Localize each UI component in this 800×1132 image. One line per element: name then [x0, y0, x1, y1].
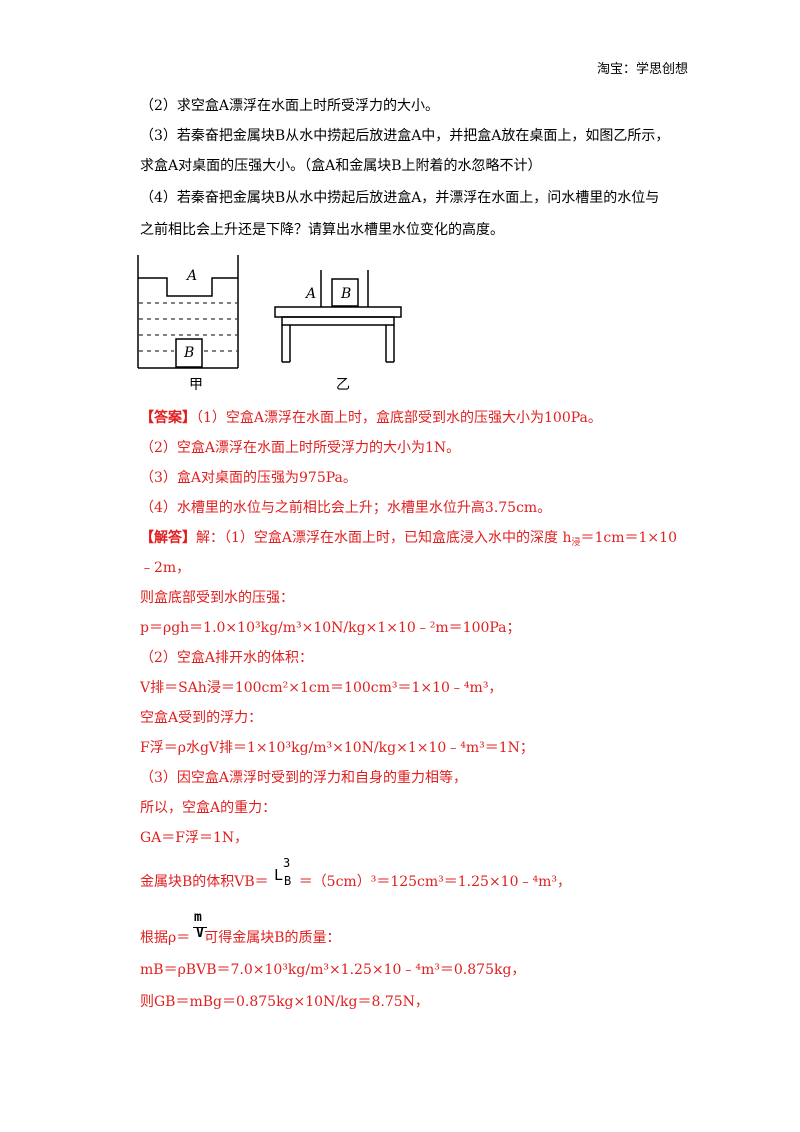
solution-line-9: 所以，空盒A的重力：	[140, 800, 277, 816]
figure-jia-label-a: A	[187, 268, 198, 284]
solution-line-14: 则GB＝mBg＝0.875kg×10N/kg＝8.75N，	[140, 994, 429, 1010]
solution-line-8: （3）因空盒A漂浮时受到的浮力和自身的重力相等，	[140, 770, 468, 786]
solution-line-6: 空盒A受到的浮力：	[140, 710, 263, 726]
fraction-numerator: m	[194, 910, 202, 925]
question-2: （2）求空盒A漂浮在水面上时所受浮力的大小。	[140, 98, 440, 114]
question-4-line1: （4）若秦奋把金属块B从水中捞起后放进盒A，并漂浮在水面上，问水槽里的水位与	[140, 190, 660, 206]
solution-s1-post: ＝1cm＝1×10	[580, 530, 677, 546]
solution-s1-sub: 浸	[571, 538, 581, 548]
solution-s11-post: ＝（5cm）³＝125cm³＝1.25×10﹣⁴m³，	[298, 874, 571, 890]
solution-line-10: GA＝F浮＝1N，	[140, 830, 249, 846]
solution-line-1: 【解答】解：（1）空盒A漂浮在水面上时，已知盒底浸入水中的深度 h浸＝1cm＝1…	[140, 530, 677, 548]
solution-line-2: 则盒底部受到水的压强：	[140, 590, 294, 606]
solution-line-4: （2）空盒A排开水的体积：	[140, 650, 314, 666]
answer-line-1: 【答案】（1）空盒A漂浮在水面上时，盒底部受到水的压强大小为100Pa。	[140, 410, 602, 427]
figure-jia-caption: 甲	[189, 377, 203, 393]
answer-tag: 【答案】	[140, 410, 196, 426]
question-3-line1: （3）若秦奋把金属块B从水中捞起后放进盒A中，并把盒A放在桌面上，如图乙所示，	[140, 128, 670, 144]
solution-s12-post: 可得金属块B的质量：	[204, 930, 341, 946]
figure-yi-label-b: B	[341, 286, 352, 302]
figure-yi-table	[274, 306, 402, 363]
solution-line-3: p＝ρgh＝1.0×10³kg/m³×10N/kg×1×10﹣²m＝100Pa；	[140, 620, 521, 636]
fraction-bar	[193, 927, 207, 928]
answer-2: （2）空盒A漂浮在水面上时所受浮力的大小为1N。	[140, 440, 461, 456]
question-4-line2: 之前相比会上升还是下降？请算出水槽里水位变化的高度。	[140, 222, 504, 238]
solution-s12-pre: 根据ρ＝	[140, 930, 191, 946]
figure-yi-caption: 乙	[336, 377, 350, 393]
page-header: 淘宝：学思创想	[596, 62, 688, 77]
answer-3: （3）盒A对桌面的压强为975Pa。	[140, 470, 357, 486]
solution-line-1-cont: ﹣2m，	[140, 560, 191, 576]
box-a-floating	[138, 277, 238, 297]
solution-line-7: F浮＝ρ水gV排＝1×10³kg/m³×10N/kg×1×10﹣⁴m³＝1N；	[140, 740, 534, 756]
answer-1: （1）空盒A漂浮在水面上时，盒底部受到水的压强大小为100Pa。	[196, 410, 602, 426]
box-a-on-table	[320, 270, 369, 307]
answer-4: （4）水槽里的水位与之前相比会上升；水槽里水位升高3.75cm。	[140, 500, 552, 516]
question-3-line2: 求盒A对桌面的压强大小。（盒A和金属块B上附着的水忽略不计）	[140, 158, 542, 174]
solution-s1-pre: 解：（1）空盒A漂浮在水面上时，已知盒底浸入水中的深度 h	[196, 530, 572, 546]
figure-jia-label-b: B	[184, 345, 195, 361]
solution-tag: 【解答】	[140, 530, 196, 546]
lb-subscript: B	[284, 874, 292, 888]
block-b-in-box	[331, 278, 359, 307]
lb-symbol: L	[274, 866, 284, 884]
solution-line-13: mB＝ρBVB＝7.0×10³kg/m³×1.25×10﹣⁴m³＝0.875kg…	[140, 962, 526, 978]
fraction-denominator: V	[196, 926, 204, 941]
water-lines	[139, 302, 237, 352]
figure-jia-tank	[137, 255, 239, 369]
block-b-submerged	[175, 338, 203, 368]
physics-figure	[137, 255, 402, 369]
solution-s11-pre: 金属块B的体积VB＝	[140, 874, 269, 890]
lb-exponent: 3	[283, 856, 291, 870]
solution-line-5: V排＝SAh浸＝100cm²×1cm＝100cm³＝1×10﹣⁴m³，	[140, 680, 503, 696]
solution-line-11: 金属块B的体积VB＝ ＝（5cm）³＝125cm³＝1.25×10﹣⁴m³，	[140, 874, 571, 891]
solution-line-12: 根据ρ＝ 可得金属块B的质量：	[140, 930, 341, 947]
figure-yi-label-a: A	[306, 286, 317, 302]
